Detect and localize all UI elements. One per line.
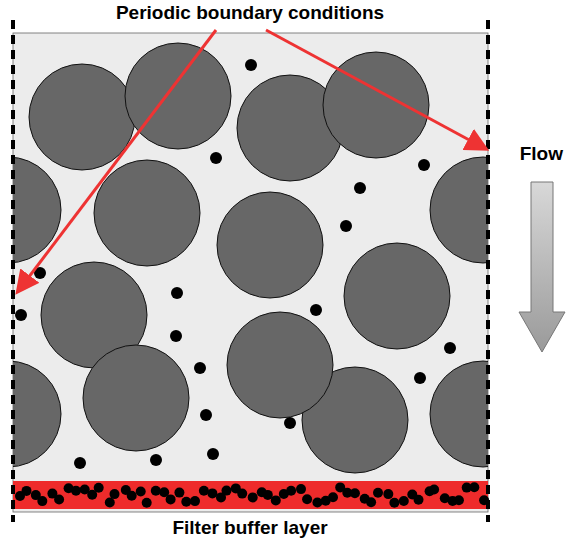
label-wrap: Filter buffer layer <box>172 517 327 539</box>
filter-particle <box>429 485 439 495</box>
label-wrap: Periodic boundary conditions <box>116 2 384 24</box>
filter-particle <box>142 498 152 508</box>
filter-particle <box>399 496 409 506</box>
filter-particle <box>199 486 209 496</box>
filter-layer <box>13 481 488 509</box>
label-wrap: Flow <box>520 143 563 165</box>
filter-particle <box>190 496 200 506</box>
leader-arrow <box>266 30 484 148</box>
filter-particle <box>222 486 232 496</box>
filter-particle <box>110 489 120 499</box>
filter-particle <box>54 495 64 505</box>
filter-particle <box>105 498 115 508</box>
filter-particle <box>174 488 184 498</box>
filter-particle <box>94 483 104 493</box>
label-text: Periodic boundary conditions <box>116 2 384 23</box>
label-text: Filter buffer layer <box>172 517 327 538</box>
filter-particle <box>71 486 81 496</box>
filter-particle <box>366 497 376 507</box>
filter-particle <box>469 482 479 492</box>
label-text: Flow <box>520 143 563 164</box>
filter-particle <box>312 498 322 508</box>
filter-particle <box>302 494 312 504</box>
domain-box <box>13 33 488 512</box>
filter-particle <box>22 486 32 496</box>
filter-particle <box>166 494 176 504</box>
filter-particle <box>248 492 258 502</box>
small-particles <box>15 59 456 469</box>
periodic-boundary <box>11 20 15 522</box>
filter-particle <box>286 486 296 496</box>
filter-particle <box>37 496 47 506</box>
filter-particle <box>296 484 306 494</box>
filter-particle <box>373 488 383 498</box>
filter-particle <box>207 488 217 498</box>
filter-particle <box>328 492 338 502</box>
filter-particle <box>389 498 399 508</box>
filter-particle <box>454 495 464 505</box>
filter-particle <box>136 487 146 497</box>
filter-particle <box>181 497 191 507</box>
filter-particle <box>151 486 161 496</box>
filter-particle <box>414 495 424 505</box>
filter-particles <box>15 482 489 508</box>
leader-arrow <box>19 30 216 290</box>
filter-particle <box>237 489 247 499</box>
filter-particle <box>271 495 281 505</box>
filter-particle <box>383 489 393 499</box>
large-particles <box>13 43 488 473</box>
filter-particle <box>127 491 137 501</box>
filter-particle <box>350 488 360 498</box>
periodic-boundary <box>486 20 490 522</box>
flow-arrow <box>519 182 565 352</box>
